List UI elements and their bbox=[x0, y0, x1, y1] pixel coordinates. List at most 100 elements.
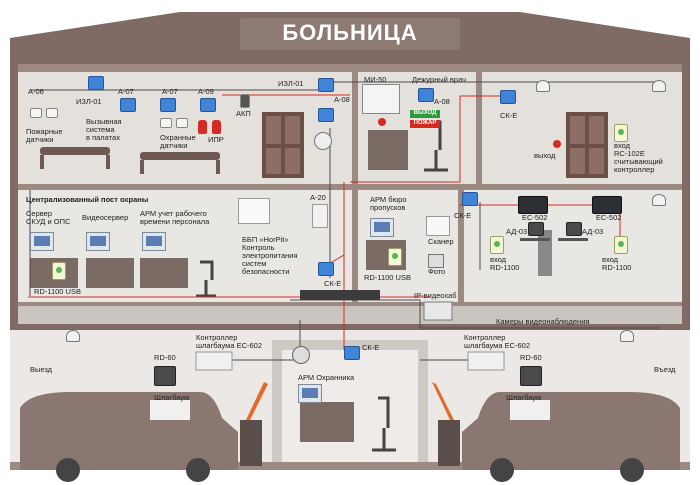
rd1100-reader-icon bbox=[614, 236, 628, 254]
a07-controller-icon bbox=[160, 98, 176, 112]
car-right bbox=[462, 392, 680, 470]
label-ad03-right: АД-03 bbox=[582, 227, 604, 236]
a08-controller-icon bbox=[418, 88, 434, 102]
label-rd1100-right: вход RD-1100 bbox=[602, 255, 632, 272]
manual-call-point-icon bbox=[198, 120, 207, 134]
a08-controller-icon bbox=[318, 108, 334, 122]
fire-detector-icon bbox=[46, 108, 58, 118]
label-entry-right: Въезд bbox=[654, 365, 676, 374]
label-a07: А-07 bbox=[162, 87, 178, 96]
label-central-post: Централизованный пост охраны bbox=[26, 195, 149, 204]
label-video-cameras: Камеры видеонаблюдения bbox=[496, 317, 590, 326]
label-photo: Фото bbox=[428, 267, 446, 276]
label-ske: СК-Е bbox=[500, 111, 518, 120]
monitor-icon bbox=[86, 232, 110, 251]
label-arm-guard: АРМ Охранника bbox=[298, 373, 355, 382]
barrier-controller-left bbox=[195, 351, 233, 371]
a09-controller-icon bbox=[200, 98, 216, 112]
rd60-reader-icon bbox=[154, 366, 176, 386]
ske-controller-icon bbox=[462, 192, 478, 206]
guard-detector-icon bbox=[160, 118, 172, 128]
label-ad03-left: АД-03 bbox=[506, 227, 528, 236]
camera-icon bbox=[652, 80, 666, 92]
alarm-light-icon bbox=[378, 118, 386, 126]
camera-icon bbox=[66, 330, 80, 342]
photo-camera-icon bbox=[428, 254, 444, 268]
label-barrier-left: Шлагбаум bbox=[154, 393, 190, 402]
monitor-icon bbox=[370, 218, 394, 237]
guard-detector-icon bbox=[176, 118, 188, 128]
car-left bbox=[20, 392, 238, 470]
camera-icon bbox=[620, 330, 634, 342]
label-a20: А-20 bbox=[310, 193, 326, 202]
exit-sign: ВЫХОД bbox=[410, 110, 440, 118]
bbp-horpit-icon bbox=[238, 198, 270, 224]
label-rd1100-left: вход RD-1100 bbox=[490, 255, 520, 272]
monitor-icon bbox=[142, 232, 166, 251]
fire-sign: ПОЖАР bbox=[410, 120, 440, 128]
camera-icon bbox=[652, 194, 666, 206]
label-ip-videohub: IP-видеохаб bbox=[414, 291, 457, 300]
scanner-icon bbox=[426, 216, 450, 236]
rd1100-usb-reader-icon bbox=[52, 262, 66, 280]
label-rd60-right: RD-60 bbox=[520, 353, 542, 362]
izl01-controller-icon bbox=[88, 76, 104, 90]
label-izl01: ИЗЛ-01 bbox=[76, 97, 102, 106]
dome-camera-icon bbox=[292, 346, 310, 364]
label-ec502-right: ЕС-502 bbox=[596, 213, 622, 222]
ec502-controller-icon bbox=[518, 196, 548, 214]
label-rc102e: вход RC-102E считывающий контроллер bbox=[614, 141, 663, 174]
label-fire-detectors: Пожарные датчики bbox=[26, 127, 63, 144]
rd1100-reader-icon bbox=[490, 236, 504, 254]
fire-detector-icon bbox=[30, 108, 42, 118]
label-server-skud: Сервер СКУД и ОПС bbox=[26, 209, 71, 226]
label-ske-bottom: СК-Е bbox=[362, 343, 380, 352]
rd60-reader-icon bbox=[520, 366, 542, 386]
label-barrier-ctrl-left: Контроллер шлагбаума ЕС-602 bbox=[196, 333, 263, 350]
label-barrier-right: Шлагбаум bbox=[506, 393, 542, 402]
label-rd1100-usb-left: RD-1100 USB bbox=[34, 287, 81, 296]
ad03-icon bbox=[528, 222, 544, 236]
ip-videohub-device bbox=[423, 301, 453, 321]
camera-icon bbox=[536, 80, 550, 92]
label-a08-right: А-08 bbox=[434, 97, 450, 106]
label-mi50: МИ-50 bbox=[364, 75, 387, 84]
akp-icon bbox=[240, 94, 250, 108]
fan-icon bbox=[314, 132, 332, 150]
ske-controller-icon bbox=[318, 262, 334, 276]
label-exit-button: выход bbox=[534, 151, 556, 160]
mi50-panel-icon bbox=[362, 84, 400, 114]
label-ipr: ИПР bbox=[208, 135, 224, 144]
barrier-controller-right bbox=[467, 351, 505, 371]
ec502-controller-icon bbox=[592, 196, 622, 214]
label-a09: А-09 bbox=[198, 87, 214, 96]
label-bbp-horpit: ББП «HorPit» Контроль электропитания сис… bbox=[242, 235, 298, 276]
page-title: БОЛЬНИЦА bbox=[282, 20, 418, 45]
label-rd60-left: RD-60 bbox=[154, 353, 176, 362]
label-ske-center: СК-Е bbox=[324, 279, 342, 288]
label-akp: АКП bbox=[236, 109, 251, 118]
ske-controller-icon bbox=[500, 90, 516, 104]
label-ec502-left: ЕС-502 bbox=[522, 213, 548, 222]
monitor-icon bbox=[30, 232, 54, 251]
label-duty-doctor: Дежурный врач bbox=[412, 75, 466, 84]
ad03-icon bbox=[566, 222, 582, 236]
label-ske-mid: СК-Е bbox=[454, 211, 472, 220]
network-switch bbox=[300, 290, 380, 300]
izl01-controller-icon bbox=[318, 78, 334, 92]
rd1100-usb-reader-icon bbox=[388, 248, 402, 266]
label-izl01-center: ИЗЛ-01 bbox=[278, 79, 304, 88]
label-rd1100-usb-mid: RD-1100 USB bbox=[364, 273, 411, 282]
label-barrier-ctrl-right: Контроллер шлагбаума ЕС-602 bbox=[464, 333, 531, 350]
label-scanner: Сканер bbox=[428, 237, 454, 246]
ske-controller-icon bbox=[344, 346, 360, 360]
monitor-icon bbox=[298, 384, 322, 403]
label-arm-passes: АРМ бюро пропусков bbox=[370, 195, 407, 212]
manual-call-point-icon bbox=[212, 120, 221, 134]
label-exit-left: Выезд bbox=[30, 365, 53, 374]
exit-button-icon bbox=[553, 140, 561, 148]
label-arm-staff: АРМ учет рабочего времени персонала bbox=[140, 209, 210, 226]
label-a08: А-08 bbox=[334, 95, 350, 104]
label-video-server: Видеосервер bbox=[82, 213, 129, 222]
